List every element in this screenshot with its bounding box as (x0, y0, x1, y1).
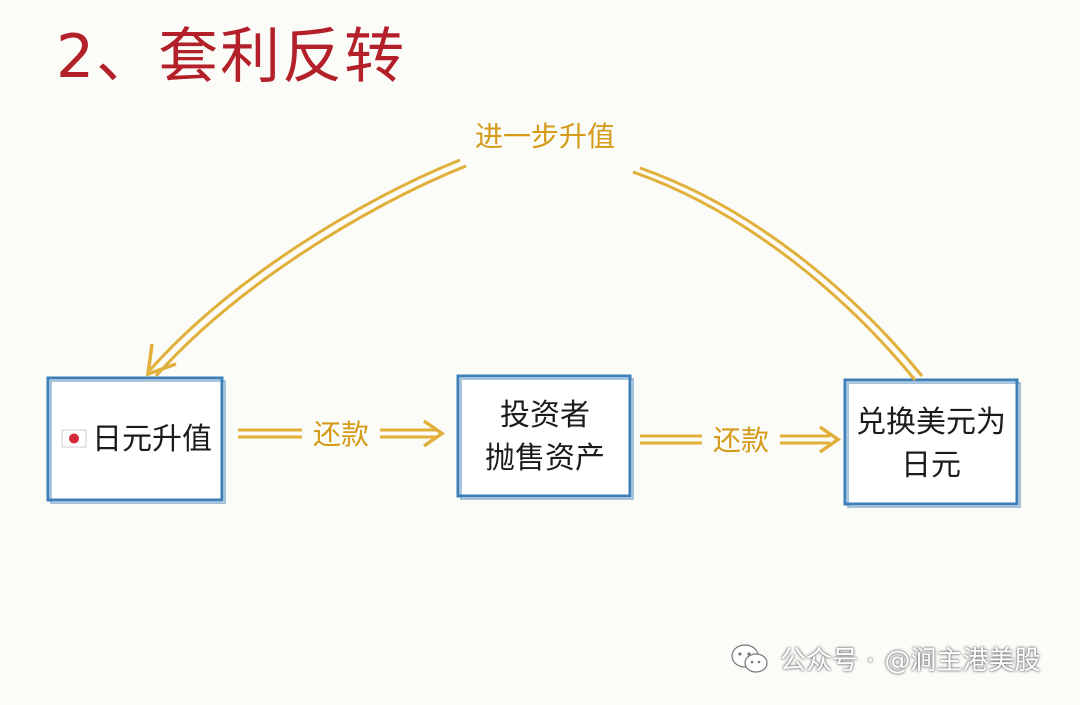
edge-label: 还款 (713, 424, 769, 457)
edge-repay-1: 还款 (238, 418, 446, 451)
arrow-head-icon (423, 419, 446, 448)
node-label-line1: 兑换美元为 (856, 405, 1006, 440)
node-usd-to-jpy: 兑换美元为 日元 (843, 378, 1021, 508)
edge-repay-2: 还款 (640, 424, 842, 457)
edge-further-appreciation: 进一步升值 (145, 120, 924, 381)
watermark-prefix: 公众号 · (780, 646, 875, 676)
japan-flag-icon (61, 429, 87, 448)
arrow-head-icon (145, 343, 177, 377)
wechat-icon (731, 643, 768, 673)
node-label-line2: 日元 (901, 448, 961, 483)
node-label-line1: 投资者 (500, 398, 590, 433)
edge-label: 还款 (313, 418, 369, 451)
node-label: 日元升值 (92, 422, 212, 457)
node-label-line2: 抛售资产 (485, 441, 605, 476)
node-jpy-appreciation: 日元升值 (46, 376, 226, 504)
watermark-account: @涧主港美股 (884, 646, 1041, 676)
page-title: 2、套利反转 (56, 22, 407, 92)
watermark: 公众号 · @涧主港美股 (730, 640, 1041, 677)
edge-label: 进一步升值 (475, 120, 615, 153)
node-investor-sell: 投资者 抛售资产 (456, 374, 634, 500)
arrow-head-icon (819, 425, 842, 454)
